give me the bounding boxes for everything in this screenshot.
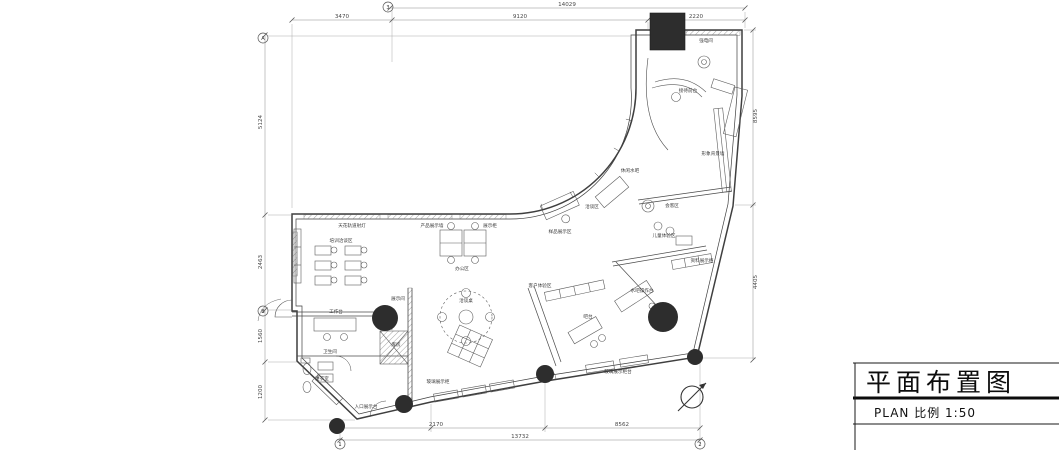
svg-text:吧台: 吧台	[583, 313, 593, 320]
drawing-title: 平面布置图	[866, 368, 1016, 397]
svg-text:A: A	[261, 36, 265, 42]
structural-columns	[329, 12, 703, 434]
svg-text:会客区: 会客区	[665, 202, 679, 209]
svg-text:水吧操作台: 水吧操作台	[631, 287, 654, 294]
svg-text:9120: 9120	[513, 14, 528, 20]
svg-text:资料展示柜: 资料展示柜	[691, 257, 714, 264]
svg-text:4405: 4405	[753, 274, 759, 289]
title-block: 平面布置图 PLAN 比例 1:50	[853, 362, 1059, 450]
svg-text:产品展示墙: 产品展示墙	[421, 222, 444, 229]
svg-text:3: 3	[386, 5, 389, 11]
dimension-lines	[262, 5, 756, 446]
svg-text:3470: 3470	[335, 14, 350, 20]
svg-text:洽谈区: 洽谈区	[585, 203, 599, 210]
furniture	[293, 55, 748, 406]
svg-text:培训洽谈区: 培训洽谈区	[330, 237, 353, 244]
svg-text:工作台: 工作台	[329, 308, 343, 315]
svg-text:形象背景墙: 形象背景墙	[702, 150, 725, 157]
svg-text:1200: 1200	[258, 384, 264, 399]
svg-text:1560: 1560	[258, 328, 264, 343]
svg-text:入口展示台: 入口展示台	[355, 403, 378, 410]
svg-text:2: 2	[698, 442, 701, 448]
svg-text:玻璃展示柜: 玻璃展示柜	[427, 378, 450, 385]
svg-text:样品展示区: 样品展示区	[549, 228, 572, 235]
svg-text:办公区: 办公区	[455, 265, 469, 272]
svg-text:8595: 8595	[753, 108, 759, 123]
svg-text:展示柜: 展示柜	[483, 222, 497, 229]
axis-bubbles: 3A B 1 2	[257, 1, 706, 450]
svg-text:天花轨道射灯: 天花轨道射灯	[338, 222, 366, 229]
svg-text:8562: 8562	[615, 422, 629, 428]
svg-text:展示间: 展示间	[391, 295, 405, 302]
svg-text:玻璃展示柜台: 玻璃展示柜台	[604, 368, 632, 375]
window-hatch-segments	[292, 30, 741, 404]
svg-text:接待前台: 接待前台	[679, 87, 698, 94]
svg-text:5124: 5124	[258, 114, 264, 129]
svg-text:2463: 2463	[258, 254, 264, 269]
svg-text:B: B	[261, 309, 265, 315]
svg-text:库房: 库房	[391, 341, 401, 348]
svg-text:卫生间: 卫生间	[323, 348, 337, 355]
svg-text:更衣室: 更衣室	[315, 375, 329, 382]
drawing-scale-label: PLAN 比例 1:50	[874, 406, 976, 420]
svg-text:儿童体验区: 儿童体验区	[653, 232, 676, 239]
svg-text:14029: 14029	[558, 2, 576, 8]
svg-text:洽谈桌: 洽谈桌	[459, 297, 473, 304]
svg-text:客户体验区: 客户体验区	[529, 282, 552, 289]
svg-text:强电间: 强电间	[699, 37, 713, 44]
north-symbol	[677, 382, 707, 412]
svg-text:2170: 2170	[429, 422, 444, 428]
dimension-labels: 14029 3470 9120 2220 2170 8562 13732 5124 2463 15…	[258, 2, 759, 440]
svg-text:1: 1	[338, 442, 341, 448]
interior-partitions	[292, 57, 733, 418]
svg-text:休闲水吧: 休闲水吧	[621, 167, 640, 174]
svg-text:2220: 2220	[689, 14, 704, 20]
svg-text:13732: 13732	[511, 434, 529, 440]
